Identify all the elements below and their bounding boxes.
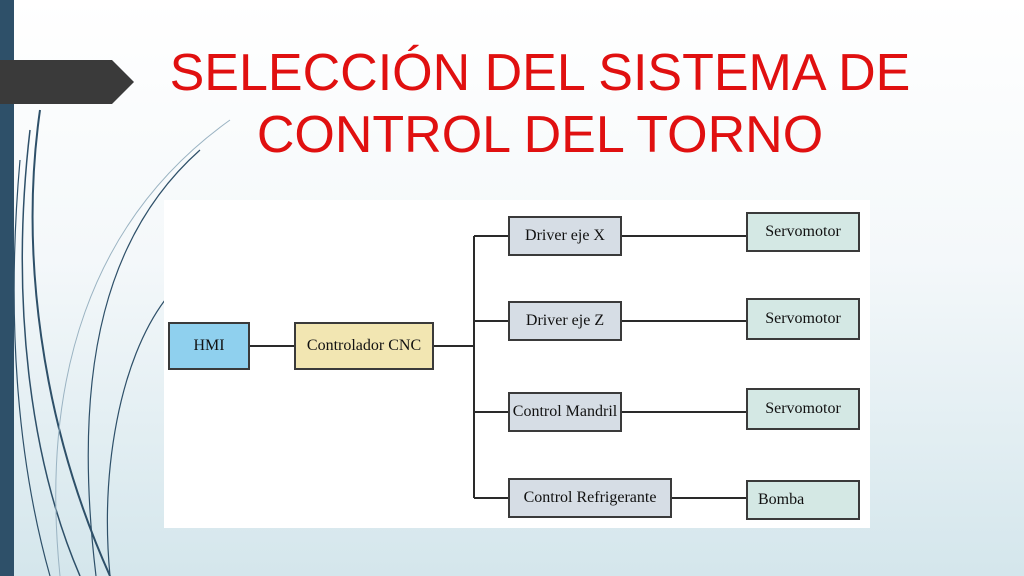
spindle-control-label: Control Mandril (512, 403, 618, 420)
coolant-control-node: Control Refrigerante (508, 478, 672, 518)
servomotor-spindle-label: Servomotor (765, 400, 841, 417)
pump-node: Bomba (746, 480, 860, 520)
title-line-2: CONTROL DEL TORNO (256, 106, 824, 164)
title-line-1: SELECCIÓN DEL SISTEMA DE (169, 44, 911, 102)
driver-z-label: Driver eje Z (525, 312, 605, 329)
cnc-controller-label: Controlador CNC (306, 337, 422, 354)
left-accent-bar (0, 0, 14, 576)
hmi-node: HMI (168, 322, 250, 370)
connector-lines (250, 235, 746, 499)
hmi-label: HMI (193, 337, 225, 354)
spindle-control-node: Control Mandril (508, 392, 622, 432)
pump-label: Bomba (758, 491, 805, 508)
servomotor-z-label: Servomotor (765, 310, 841, 327)
driver-x-label: Driver eje X (525, 227, 605, 244)
coolant-control-label: Control Refrigerante (523, 489, 657, 506)
servomotor-z-node: Servomotor (746, 298, 860, 340)
title-arrow-marker (0, 60, 134, 104)
servomotor-spindle-node: Servomotor (746, 388, 860, 430)
cnc-controller-node: Controlador CNC (294, 322, 434, 370)
slide-title: SELECCIÓN DEL SISTEMA DE CONTROL DEL TOR… (150, 42, 930, 166)
driver-z-node: Driver eje Z (508, 301, 622, 341)
servomotor-x-node: Servomotor (746, 212, 860, 252)
decorative-curves (13, 109, 231, 576)
driver-x-node: Driver eje X (508, 216, 622, 256)
servomotor-x-label: Servomotor (765, 223, 841, 240)
control-system-diagram: HMI Controlador CNC Driver eje X Driver … (164, 200, 870, 528)
